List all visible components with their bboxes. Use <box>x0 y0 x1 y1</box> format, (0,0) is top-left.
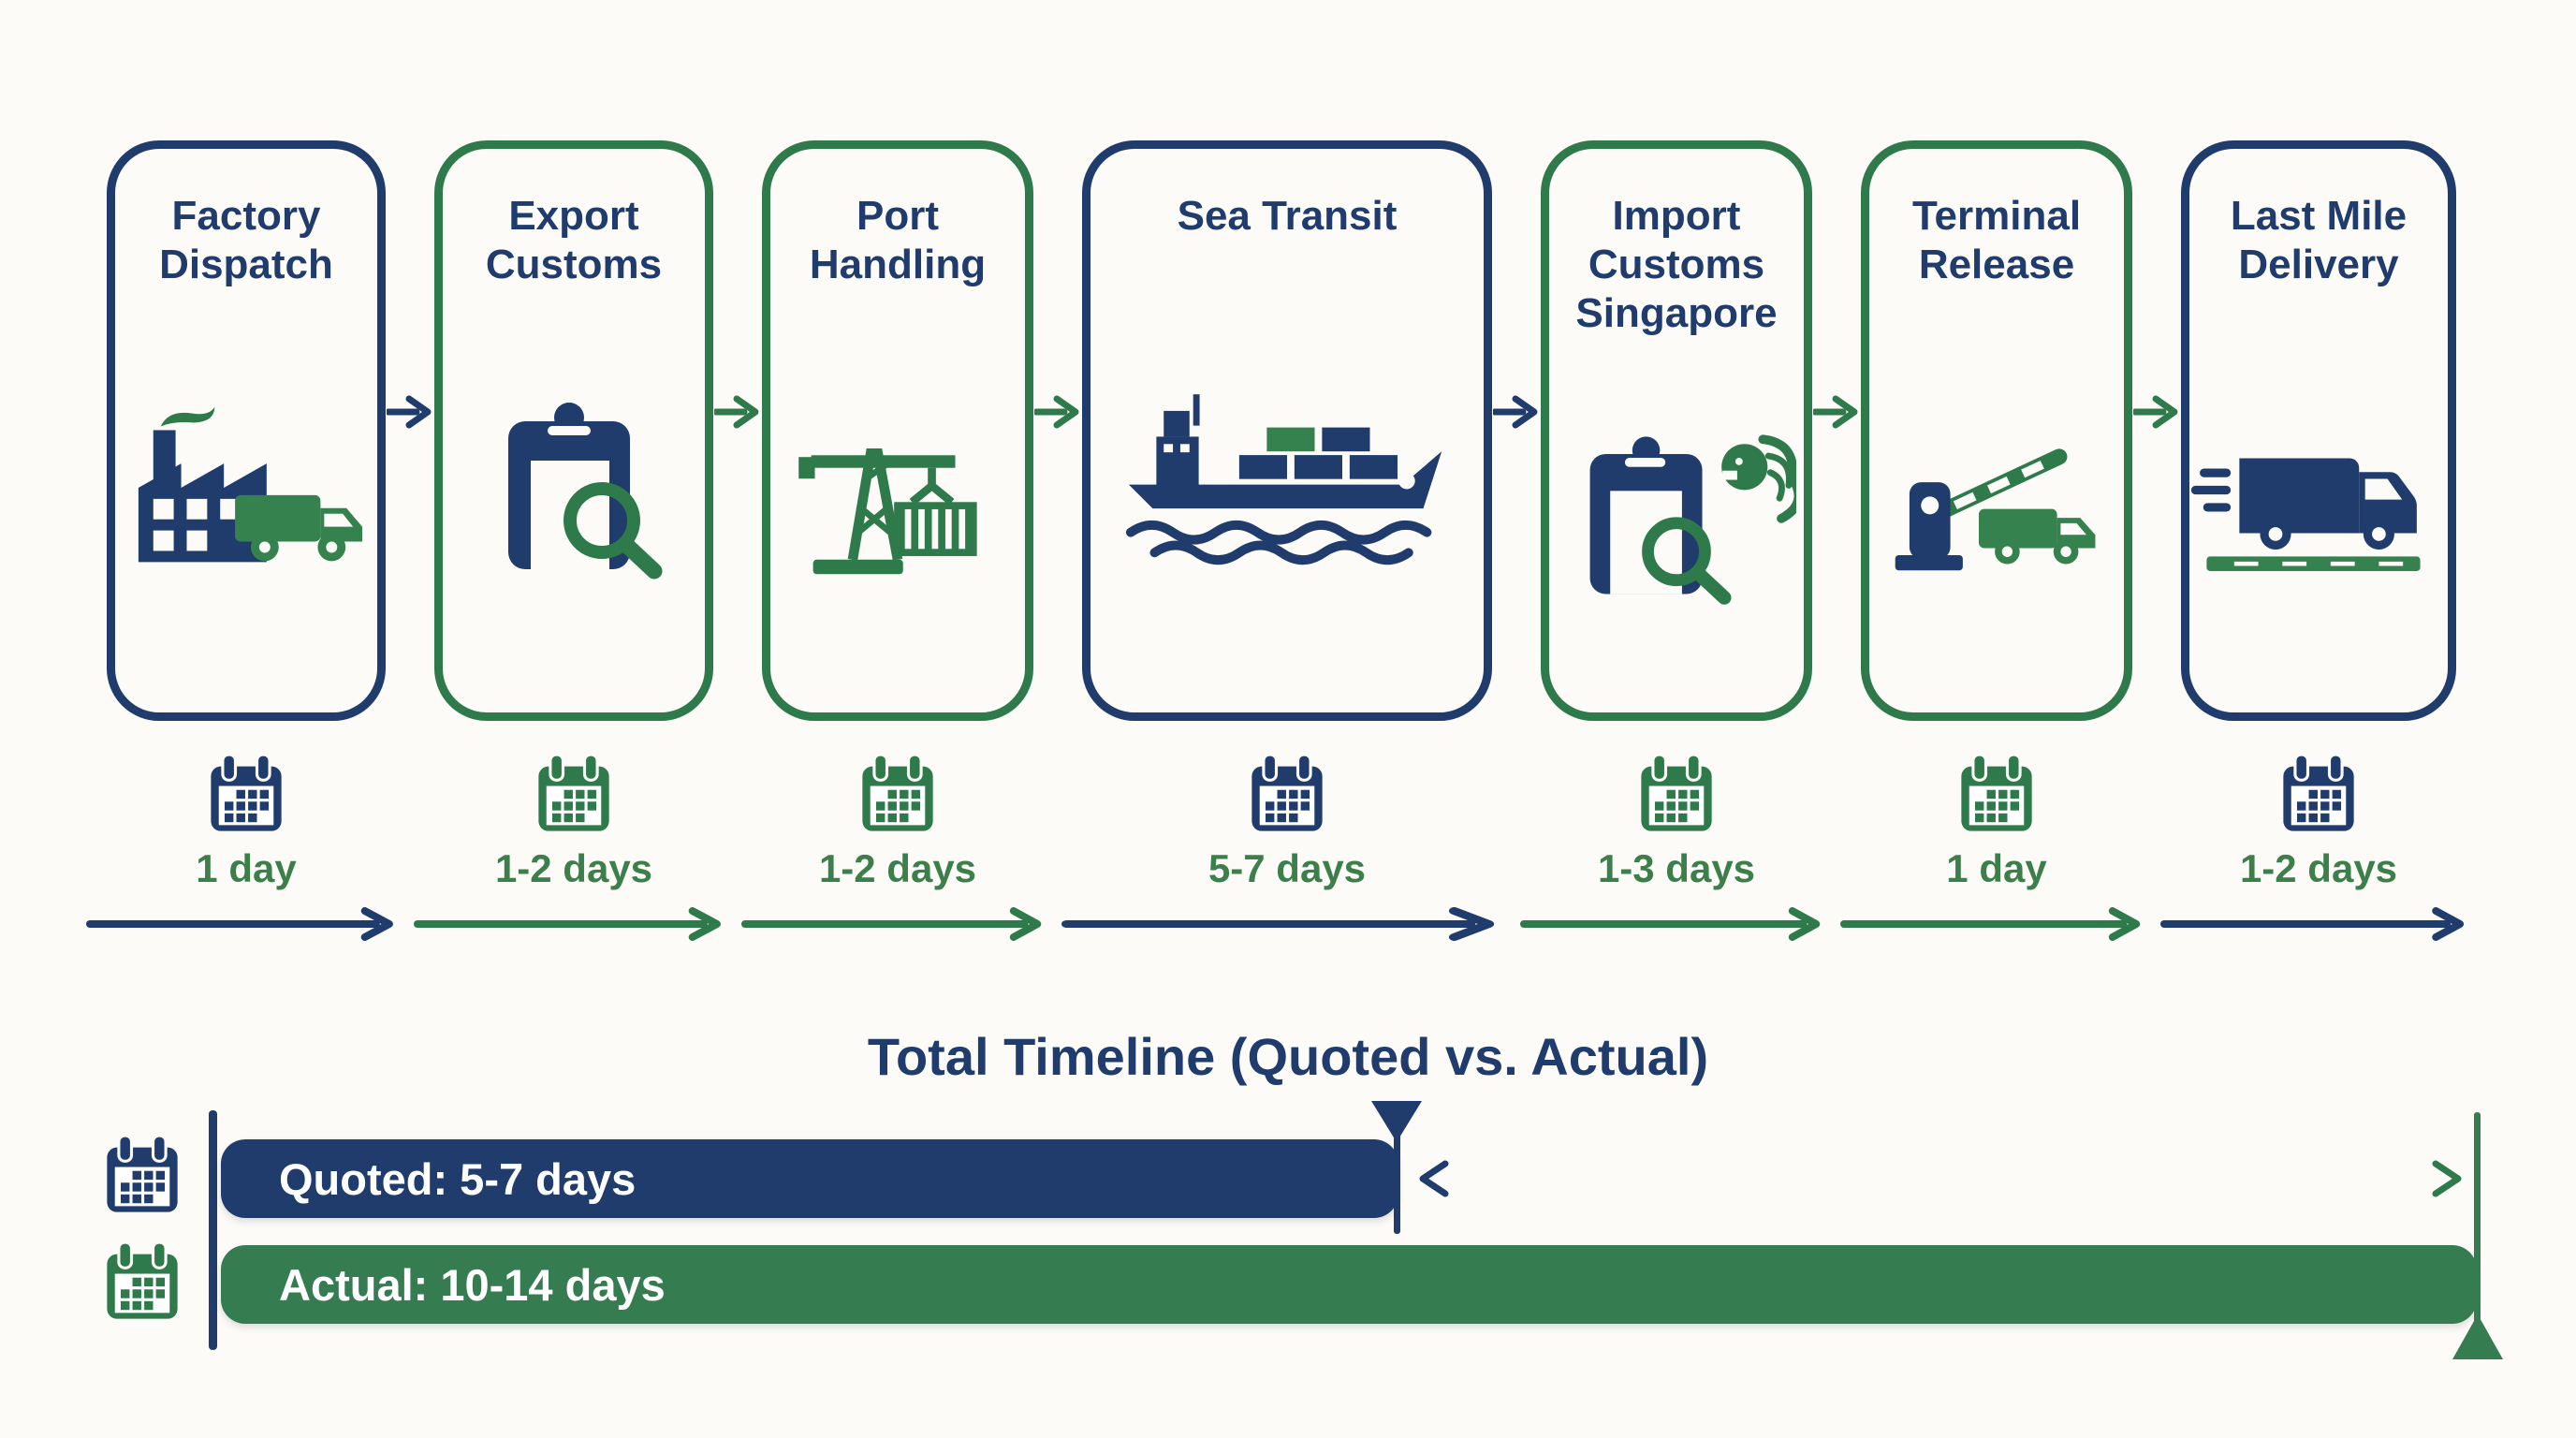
barrier-gate-icon <box>1895 448 2068 571</box>
stage-title: Terminal Release <box>1911 193 2082 287</box>
calendar-icon <box>107 1134 178 1212</box>
stage-title: Factory Dispatch <box>159 193 333 287</box>
container-icon <box>894 502 977 556</box>
connector-arrow-icon <box>1813 395 1858 429</box>
stage-duration: 1-3 days <box>1597 846 1756 890</box>
stage-arrow <box>86 907 393 941</box>
delay-double-arrow-icon <box>1419 1160 2462 1197</box>
crane-container-icon <box>798 448 977 575</box>
calendar-icon <box>211 753 282 831</box>
stage-duration: 5-7 days <box>1208 846 1367 890</box>
clipboard-icon <box>1589 436 1703 594</box>
calendar-icon <box>862 753 933 831</box>
truck-icon <box>1979 508 2096 565</box>
calendar-icon <box>2283 753 2354 831</box>
stage-duration: 1 day <box>1946 846 2047 890</box>
quoted-end-marker-triangle-icon <box>1371 1101 1422 1142</box>
calendar-icon <box>538 753 609 831</box>
container-ship-icon <box>1125 394 1442 565</box>
factory-truck-icon <box>138 406 363 563</box>
merlion-icon <box>1721 434 1796 523</box>
stage-duration: 1-2 days <box>2239 846 2398 890</box>
crane-icon <box>798 448 956 575</box>
stage-column-import-customs-singapore: Import Customs Singapore <box>1493 140 1821 942</box>
actual-timeline-bar: Actual: 10-14 days <box>221 1245 2477 1324</box>
stage-column-terminal-release: Terminal Release <box>1813 140 2141 942</box>
calendar-icon <box>107 1240 178 1319</box>
stage-arrow <box>414 907 721 941</box>
magnifier-icon <box>1642 517 1732 605</box>
stage-column-export-customs: Export Customs <box>387 140 721 942</box>
stage-title: Sea Transit <box>1177 193 1398 239</box>
waves-icon <box>1125 520 1432 565</box>
stage-title: Last Mile Delivery <box>2230 193 2408 287</box>
stage-title: Import Customs Singapore <box>1575 193 1778 336</box>
stage-title: Port Handling <box>809 193 987 287</box>
calendar-icon <box>1641 753 1712 831</box>
quoted-end-marker-line <box>1394 1103 1400 1234</box>
stage-column-sea-transit: Sea Transit <box>1034 140 1495 942</box>
connector-arrow-icon <box>1034 395 1079 429</box>
stage-card-last-mile-delivery: Last Mile Delivery <box>2181 140 2456 721</box>
stage-column-factory-dispatch: Factory Dispatch <box>86 140 393 942</box>
connector-arrow-icon <box>1493 395 1538 429</box>
stage-card-sea-transit: Sea Transit <box>1082 140 1492 721</box>
quoted-bar-label: Quoted: 5-7 days <box>279 1153 637 1204</box>
stage-duration: 1-2 days <box>818 846 977 890</box>
stage-card-terminal-release: Terminal Release <box>1861 140 2132 721</box>
clipboard-search-icon <box>508 402 663 580</box>
timeline-axis-start-line <box>209 1110 217 1350</box>
barrier-truck-icon <box>1895 448 2096 571</box>
stage-duration: 1-2 days <box>494 846 653 890</box>
stage-arrow <box>1061 907 1495 941</box>
connector-arrow-icon <box>714 395 759 429</box>
stage-card-export-customs: Export Customs <box>434 140 713 721</box>
actual-bar-label: Actual: 10-14 days <box>279 1259 666 1310</box>
stage-arrow <box>1520 907 1821 941</box>
actual-end-marker-triangle-icon <box>2452 1314 2503 1359</box>
actual-end-marker-line <box>2474 1112 2481 1350</box>
speed-lines-icon <box>2190 468 2232 512</box>
stage-column-last-mile-delivery: Last Mile Delivery <box>2133 140 2465 942</box>
calendar-icon <box>1961 753 2032 831</box>
stage-card-factory-dispatch: Factory Dispatch <box>107 140 386 721</box>
summary-title: Total Timeline (Quoted vs. Actual) <box>867 1027 1709 1086</box>
van-icon <box>2239 458 2417 550</box>
clipboard-merlion-icon <box>1589 434 1796 605</box>
truck-icon <box>235 494 363 562</box>
stage-column-port-handling: Port Handling <box>714 140 1042 942</box>
factory-icon <box>138 406 267 563</box>
calendar-icon <box>1251 753 1323 831</box>
stage-arrow <box>741 907 1042 941</box>
stages-row: Factory Dispatch <box>86 140 2465 942</box>
connector-arrow-icon <box>2133 395 2178 429</box>
stage-title: Export Customs <box>485 193 663 287</box>
road-icon <box>2206 556 2421 571</box>
ship-icon <box>1128 394 1442 509</box>
stage-arrow <box>1840 907 2141 941</box>
quoted-timeline-bar: Quoted: 5-7 days <box>221 1139 1398 1218</box>
connector-arrow-icon <box>387 395 432 429</box>
magnifier-icon <box>564 481 663 580</box>
stage-arrow <box>2160 907 2465 941</box>
delivery-van-icon <box>2190 458 2421 571</box>
stage-card-import-customs-singapore: Import Customs Singapore <box>1541 140 1812 721</box>
clipboard-icon <box>508 402 630 569</box>
stage-card-port-handling: Port Handling <box>762 140 1033 721</box>
stage-duration: 1 day <box>196 846 297 890</box>
